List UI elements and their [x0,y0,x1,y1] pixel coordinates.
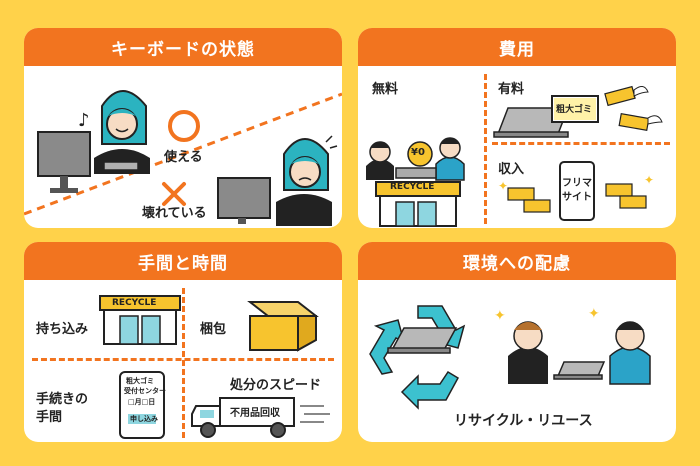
monitor-icon [217,177,271,224]
panel-environment: 環境への配慮 ✦ [358,242,676,442]
laptop-icon [387,327,458,354]
panel-body: ✦ ✦ リサイクル・リユース [358,280,676,442]
broken-label: 壊れている [142,206,207,221]
laptop-icon [395,167,437,179]
smartphone-icon [119,371,165,439]
procedure-label-2: 手間 [36,410,63,425]
truck-icon [191,397,330,438]
panel-body: ✦ ✦ 無料 有料 収入 ¥0 RECYCLE 粗大ゴミ フリマ サイト [358,66,676,228]
bulky-trash-text: 粗大ゴミ [556,105,593,115]
cost-illustration: ✦ ✦ [366,85,663,227]
panel-title: キーボードの状態 [24,28,342,66]
panel-title: 手間と時間 [24,242,342,280]
flying-money-icon [604,85,663,132]
disposal-speed-label: 処分のスピード [230,378,322,393]
paid-label: 有料 [498,82,525,97]
panel-title: 費用 [358,28,676,66]
money-icon: ✦ [498,179,551,213]
recycle-shop-icon [375,181,461,227]
truck-label: 不用品回収 [230,408,280,419]
bring-in-label: 持ち込み [36,322,89,337]
person-icon [435,137,465,181]
recycle-arrows-icon [369,305,466,410]
svg-text:✦: ✦ [498,179,508,193]
shop-sign: RECYCLE [112,298,157,308]
divider-line [24,92,342,216]
keyboard-state-illustration: ♪ [24,90,342,226]
panel-title: 環境への配慮 [358,242,676,280]
person-icon: ✦ [588,306,651,385]
panel-keyboard-state: キーボードの状態 ♪ [24,28,342,228]
procedure-label-1: 手続きの [36,392,89,407]
panel-body: ♪ 使える 壊れている [24,66,342,228]
divider-horizontal [492,142,670,145]
income-label: 収入 [498,162,525,177]
circle-mark-icon [168,110,200,142]
free-label: 無料 [372,82,399,97]
phone-text-2: 受付センター [124,387,166,395]
recycle-shop-icon [99,295,181,345]
smartphone-icon [559,161,595,221]
effort-time-illustration [99,295,330,439]
person-icon: ✦ [494,308,548,384]
usable-label: 使える [164,150,203,165]
panel-cost: 費用 [358,28,676,228]
svg-text:✦: ✦ [494,308,506,324]
recycle-reuse-caption: リサイクル・リユース [454,413,593,429]
shop-sign: RECYCLE [390,182,435,192]
monitor-icon [37,131,91,193]
person-icon [366,141,394,180]
phone-button: 申し込み [130,415,158,423]
cardboard-box-icon [247,301,319,352]
flea-market-text-1: フリマ [562,178,592,189]
divider-vertical [484,74,487,224]
panel-body: 持ち込み 梱包 手続きの 手間 処分のスピード RECYCLE 不用品回収 粗大… [24,280,342,442]
music-note-icon: ♪ [78,110,90,131]
happy-person-icon [94,90,150,174]
svg-text:✦: ✦ [644,173,654,187]
money-icon: ✦ [605,173,654,209]
cross-mark-icon [162,182,186,206]
phone-text-3: □月□日 [128,398,156,406]
laptop-icon [553,361,606,380]
sad-person-icon [276,135,338,226]
phone-text-1: 粗大ゴミ [126,377,154,385]
coin-label: ¥0 [411,147,425,158]
divider-horizontal [32,358,334,361]
svg-text:✦: ✦ [588,306,600,322]
environment-illustration: ✦ ✦ [369,305,651,410]
flea-market-text-2: サイト [562,192,592,203]
divider-vertical [182,288,185,438]
coin-icon [407,141,433,167]
packing-label: 梱包 [200,322,227,337]
panel-effort-time: 手間と時間 [24,242,342,442]
